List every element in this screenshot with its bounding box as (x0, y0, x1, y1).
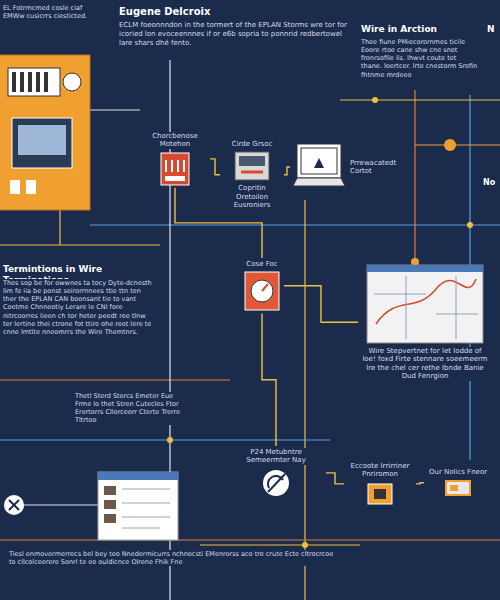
component-label: Prrewacatedt Cortot (349, 159, 408, 176)
wire (0, 539, 500, 540)
panel-terminal (10, 180, 20, 194)
wire (0, 244, 160, 245)
note-text: EL Fotrmcmed cosle ciaf EMWw cusicrrs ci… (2, 4, 104, 20)
component-node: Eccoote Irrirriner Pnriromon (344, 460, 416, 508)
panel-display (18, 125, 66, 155)
note-text: Tiesl enmovermerrecs bel bey teo Nnederm… (8, 550, 340, 566)
meter-symbol (234, 151, 270, 181)
section-heading: N (486, 24, 500, 35)
wire (0, 379, 230, 380)
wire-connector (416, 483, 424, 484)
component-label: Cirde Grsoc (231, 140, 274, 148)
wire (20, 504, 98, 505)
component-node: Prrewacatedt Cortot (290, 140, 410, 194)
component-node: P24 Metubntre Semeermter Nay (226, 446, 326, 500)
gauge-off-symbol (261, 468, 291, 498)
document-screen (98, 472, 178, 540)
document-titlebar (98, 472, 178, 480)
close-symbol (4, 495, 24, 515)
note-text: Thes sop be for owwnes ta tocy Dyte-dcne… (2, 279, 154, 336)
wire (90, 109, 140, 110)
dial-module (244, 271, 280, 311)
wire-connector (284, 286, 358, 323)
section-heading: No (482, 178, 500, 188)
component-node: Chorcbenose Motehon (140, 130, 210, 188)
component-node: Wire Stepvertnet for let lodde of loe! f… (358, 262, 492, 383)
close-cross (9, 500, 19, 510)
wire (414, 90, 415, 262)
wire (200, 544, 360, 545)
note-text: ECLM foeonnndon in the tormert of the EP… (118, 21, 352, 47)
wire-connector (326, 473, 344, 484)
connector-plug (444, 479, 472, 497)
component-label: Chorcbenose Motehon (142, 132, 208, 149)
component-label: Eccoote Irrirriner Pnriromon (346, 462, 414, 479)
terminal-pins (12, 72, 48, 92)
note-text: Thetl Sterd Stercs Emeter Eue Frme lo th… (74, 392, 188, 425)
wire-connector (210, 159, 220, 175)
wire (415, 144, 500, 145)
component-label: P24 Metubntre Semeermter Nay (228, 448, 324, 465)
laptop-symbol (292, 142, 346, 192)
panel-terminal (26, 180, 36, 194)
wire (0, 439, 330, 440)
component-label: Cose Foc (245, 260, 278, 268)
title: Eugene Delcroix (118, 6, 211, 19)
document-lines (122, 489, 170, 528)
section-heading: Wire in Arction (360, 24, 482, 35)
component-node: Our Nolics Fneor (424, 466, 492, 499)
map-screen (366, 264, 484, 344)
wire (90, 224, 500, 225)
panel-lock (63, 73, 81, 91)
note-text: Thee fiune PMiecorornmes ticile Eoore rt… (360, 38, 480, 79)
wire-connector (284, 167, 290, 175)
component-label: Wire Stepvertnet for let lodde of loe! f… (360, 347, 490, 381)
document-thumbnails (104, 486, 116, 523)
wire (340, 99, 500, 100)
terminal-block (8, 68, 60, 96)
wire (59, 210, 60, 245)
relay-symbol (160, 152, 190, 186)
control-panel (0, 55, 90, 210)
chip-module (366, 482, 394, 506)
component-label: Copritin Oretoilon Eusroniers (222, 184, 282, 209)
component-node: Cirde GrsocCopritin Oretoilon Eusroniers (220, 138, 284, 212)
component-node: Cose Foc (240, 258, 284, 313)
wire-connector (262, 313, 276, 446)
component-label: Our Nolics Fneor (428, 468, 488, 476)
panel-screen (12, 118, 72, 168)
